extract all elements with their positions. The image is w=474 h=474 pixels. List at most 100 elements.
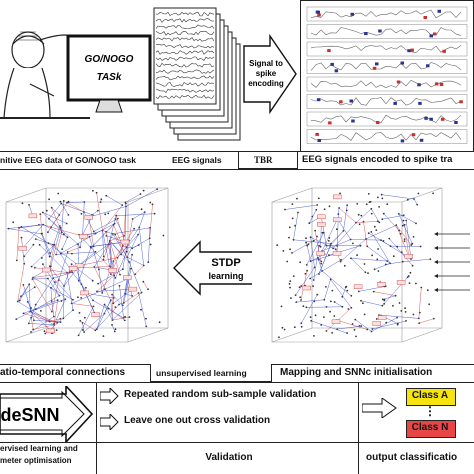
snn-neuron	[45, 209, 48, 212]
snn-connection	[117, 234, 139, 258]
snn-connection	[112, 233, 128, 258]
top-caption-rule	[0, 151, 474, 152]
snn-neuron	[312, 285, 314, 287]
snn-neuron	[386, 203, 389, 206]
snn-connection	[330, 230, 344, 246]
snn-neuron	[323, 316, 325, 318]
spike-train-panel	[300, 0, 474, 152]
snn-connection	[338, 207, 357, 223]
snn-connection	[98, 269, 103, 293]
snn-connection	[398, 213, 413, 244]
snn-neuron	[305, 237, 307, 240]
snn-connection	[111, 324, 116, 332]
spike-marker	[410, 48, 414, 52]
snn-connection	[48, 218, 79, 245]
snn-connection	[96, 192, 103, 231]
snn-neuron	[85, 286, 87, 289]
snn-connection	[22, 224, 44, 249]
snn-connection	[47, 214, 60, 233]
snn-connection	[126, 257, 142, 293]
snn-connection	[365, 224, 397, 240]
snn-connection	[124, 206, 127, 243]
snn-neuron	[404, 311, 407, 313]
spike-signal-line	[310, 62, 462, 71]
snn-neuron	[298, 286, 301, 288]
snn-neuron	[363, 313, 366, 316]
snn-connection	[96, 288, 133, 292]
snn-connection	[105, 231, 113, 271]
snn-connection	[293, 212, 299, 240]
snn-neuron	[102, 335, 105, 337]
snn-neuron	[367, 193, 370, 195]
snn-neuron	[404, 307, 406, 310]
snn-connection	[135, 265, 144, 275]
snn-neuron	[77, 296, 79, 299]
snn-connection	[310, 253, 338, 262]
snn-connection	[326, 307, 352, 332]
snn-neuron	[412, 313, 415, 316]
snn-connection	[33, 324, 55, 330]
snn-neuron	[373, 225, 376, 228]
snn-connection	[54, 318, 61, 324]
snn-neuron	[81, 329, 84, 331]
desnn-label: deSNN	[0, 405, 59, 425]
encoding-arrow	[243, 33, 297, 115]
snn-connection	[132, 238, 150, 249]
snn-neuron	[12, 221, 15, 224]
snn-input-neuron	[28, 213, 38, 219]
spike-marker	[411, 133, 416, 137]
snn-neuron	[371, 254, 373, 257]
validation-item-loocv: Leave one out cross validation	[124, 415, 271, 426]
snn-neuron	[320, 262, 323, 265]
snn-connection	[45, 269, 66, 300]
snn-neuron	[48, 198, 50, 201]
input-arrowhead	[434, 232, 438, 236]
snn-connection	[343, 205, 348, 231]
snn-neuron	[289, 286, 291, 289]
snn-input-neuron	[42, 267, 51, 273]
caption-output-classification: output classificatio	[366, 452, 458, 463]
arrow-label-line1: Signal to	[249, 59, 283, 68]
snn-neuron	[158, 321, 161, 324]
class-dots: ⋮	[424, 404, 436, 418]
stdp-arrow-graphic: STDP learning	[173, 240, 257, 296]
snn-neuron	[346, 204, 349, 207]
subject-figure	[0, 31, 90, 119]
snn-neuron	[316, 204, 319, 206]
snn-connection	[98, 268, 123, 284]
snn-connection	[118, 302, 124, 305]
snn-neuron	[358, 223, 361, 226]
snn-neuron	[408, 282, 411, 284]
snn-neuron	[315, 208, 318, 211]
snn-connection	[42, 212, 68, 238]
snn-connection	[55, 232, 62, 255]
snn-neuron	[295, 301, 298, 303]
snn-neuron	[356, 254, 358, 257]
spike-marker	[349, 99, 353, 103]
snn-connection	[321, 216, 327, 246]
snn-neuron	[323, 208, 326, 211]
snn-neuron	[318, 244, 320, 247]
spike-marker	[426, 64, 430, 68]
snn-cube-frame	[5, 187, 169, 343]
snn-neuron	[372, 290, 375, 293]
snn-neuron	[149, 201, 152, 204]
snn-connection	[122, 245, 133, 249]
snn-connection	[123, 268, 132, 303]
spike-marker	[432, 32, 437, 36]
caption-supervised-line1: ervised learning and	[0, 444, 78, 453]
snn-neuron	[412, 236, 415, 238]
snn-connection	[124, 254, 133, 294]
snn-neuron	[328, 205, 331, 208]
snn-connection	[19, 284, 30, 301]
snn-connection	[355, 221, 378, 223]
snn-connection	[50, 287, 74, 301]
spike-marker	[316, 10, 320, 14]
snn-connection	[109, 240, 121, 275]
snn-connection	[53, 278, 74, 300]
snn-neuron	[331, 289, 334, 292]
snn-neuron	[28, 204, 30, 206]
snn-connection	[103, 244, 109, 260]
eeg-signal-stack	[153, 7, 241, 141]
snn-neuron	[366, 328, 369, 331]
